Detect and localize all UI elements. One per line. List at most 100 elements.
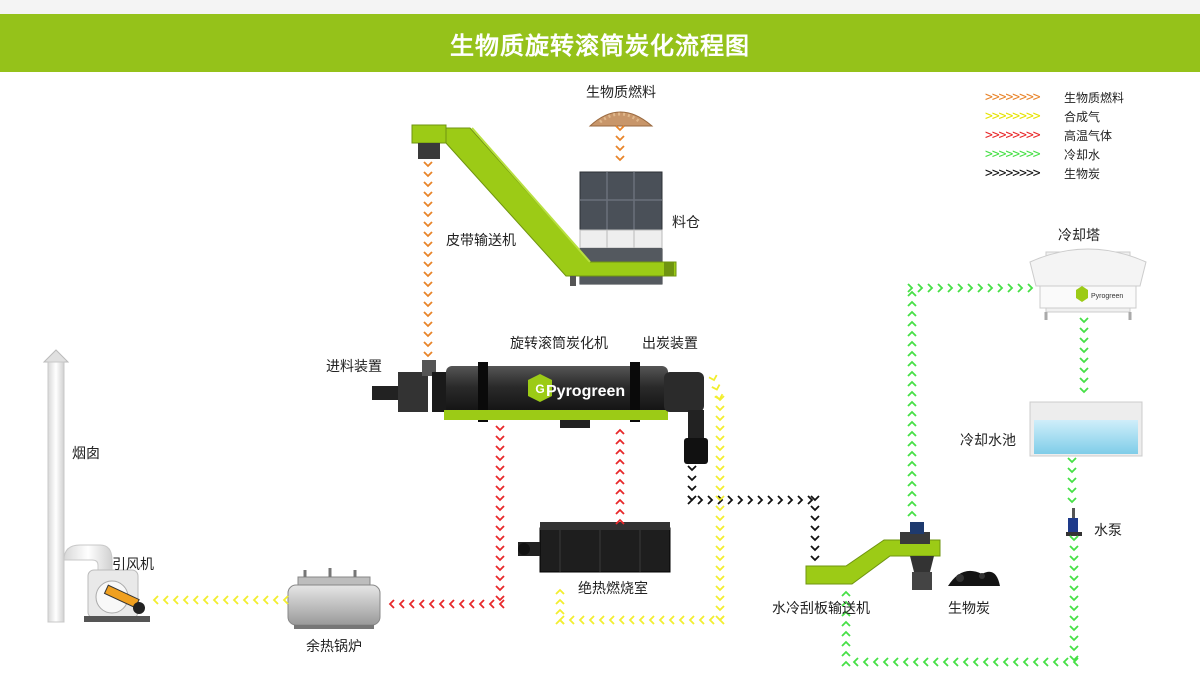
legend-item: >>>>>>>> 生物质燃料: [985, 88, 1175, 107]
flow-chevron: [912, 657, 919, 667]
flow-chevron: [182, 595, 189, 605]
flow-chevron: [767, 495, 774, 505]
flow-chevron: [615, 428, 625, 435]
flow-chevron: [907, 350, 917, 357]
flow-chevron: [495, 425, 505, 432]
flow-arrows: [152, 125, 1089, 667]
flow-chevron: [495, 505, 505, 512]
flow-chevron: [1079, 347, 1089, 354]
flow-chevron: [628, 615, 635, 625]
flow-chevron: [192, 595, 199, 605]
flow-chevron: [618, 615, 625, 625]
flow-chevron: [262, 595, 269, 605]
flow-chevron: [555, 598, 565, 605]
flow-chevron: [810, 515, 820, 522]
flow-chevron: [488, 599, 495, 609]
flow-chevron: [717, 495, 724, 505]
flow-kiln-to-scraper: [687, 465, 820, 562]
flow-chevron: [495, 545, 505, 552]
flow-chevron: [555, 588, 565, 595]
cooling-tower-brand-text: Pyrogreen: [1091, 293, 1123, 300]
flow-chevron: [1062, 657, 1069, 667]
flow-chevron: [1042, 657, 1049, 667]
flow-chevron: [212, 595, 219, 605]
flow-chevron: [423, 191, 433, 198]
flow-chevron: [615, 488, 625, 495]
flow-water-scraper-to-tower: [907, 283, 1034, 517]
flow-chevron: [423, 211, 433, 218]
flow-chevron: [907, 400, 917, 407]
flow-chevron: [423, 301, 433, 308]
flow-biomass-to-silo: [615, 125, 625, 162]
flow-chevron: [1022, 657, 1029, 667]
flow-chevron: [495, 515, 505, 522]
flow-chevron: [555, 608, 565, 615]
flow-chevron: [922, 657, 929, 667]
flow-chevron: [1069, 545, 1079, 552]
flow-chevron: [423, 291, 433, 298]
flow-chevron: [967, 283, 974, 293]
flow-chevron: [907, 450, 917, 457]
flow-chevron: [438, 599, 445, 609]
flow-chevron: [715, 555, 725, 562]
flow-chevron: [615, 508, 625, 515]
flow-chevron: [495, 555, 505, 562]
flow-chevron: [388, 599, 395, 609]
biochar-pile: [948, 570, 1000, 586]
flow-chevron: [423, 341, 433, 348]
flow-chevron: [810, 545, 820, 552]
flow-chevron: [737, 495, 744, 505]
flow-chevron: [715, 455, 725, 462]
flow-chevron: [423, 161, 433, 168]
flow-chevron: [807, 495, 814, 505]
flow-chevron: [952, 657, 959, 667]
flow-chevron: [1069, 645, 1079, 652]
flow-chevron: [907, 283, 914, 293]
flow-chevron: [997, 283, 1004, 293]
flow-water-pool-to-pump: [1067, 457, 1077, 504]
flow-chevron: [498, 599, 505, 609]
flow-chevron: [1067, 497, 1077, 504]
flow-chevron: [1069, 565, 1079, 572]
flow-chevron: [907, 340, 917, 347]
flow-chevron: [495, 525, 505, 532]
flow-chevron: [172, 595, 179, 605]
flow-chevron: [907, 430, 917, 437]
flow-chevron: [423, 231, 433, 238]
flow-chevron: [715, 575, 725, 582]
legend-item: >>>>>>>> 生物炭: [985, 164, 1175, 183]
flow-chevron: [841, 640, 851, 647]
flow-chevron: [987, 283, 994, 293]
legend-label: 冷却水: [1064, 148, 1101, 162]
label-belt-conveyor: 皮带输送机: [446, 233, 516, 249]
flow-chevron: [423, 321, 433, 328]
flow-chevron: [152, 595, 159, 605]
flow-chevron: [872, 657, 879, 667]
flow-chevron: [423, 271, 433, 278]
label-fan: 引风机: [112, 557, 154, 573]
flow-chevron: [927, 283, 934, 293]
label-cooling-tower: 冷却塔: [1058, 228, 1100, 244]
flow-chevron: [495, 585, 505, 592]
flow-chevron: [747, 495, 754, 505]
flow-chevron: [697, 495, 704, 505]
flow-chevron: [1079, 387, 1089, 394]
flow-chevron: [1079, 317, 1089, 324]
title-banner: 生物质旋转滚筒炭化流程图: [0, 14, 1200, 72]
flow-chevron: [202, 595, 209, 605]
flow-chevron: [615, 498, 625, 505]
flow-chevron: [495, 455, 505, 462]
flow-chevron: [932, 657, 939, 667]
flow-chevron: [907, 410, 917, 417]
flow-chevron: [957, 283, 964, 293]
flow-chevron: [1069, 655, 1079, 662]
label-boiler: 余热锅炉: [306, 639, 362, 655]
flow-chevron: [423, 181, 433, 188]
rotary-kiln: [372, 360, 708, 464]
flow-chevron: [423, 281, 433, 288]
biomass-fuel-pile: [588, 111, 654, 127]
flow-chevron: [423, 241, 433, 248]
flow-chevron: [658, 615, 665, 625]
flow-chevron: [423, 251, 433, 258]
